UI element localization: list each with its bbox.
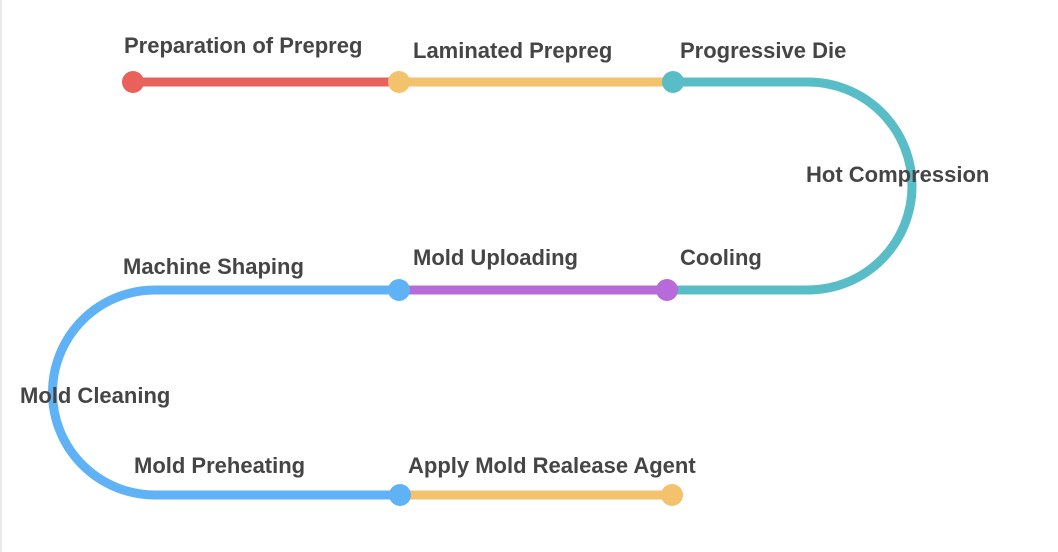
step-label-hot-compression: Hot Compression (806, 162, 990, 187)
node-preparation (122, 71, 144, 93)
step-label-laminated: Laminated Prepreg (413, 38, 613, 63)
node-progressive (662, 71, 684, 93)
node-machine-shaping (388, 279, 410, 301)
segment-blue-loop (48, 285, 405, 500)
step-label-machine-shaping: Machine Shaping (123, 254, 304, 279)
node-release-agent (661, 484, 683, 506)
step-label-progressive-die: Progressive Die (680, 38, 847, 63)
node-preheating (389, 484, 411, 506)
step-label-release-agent: Apply Mold Realease Agent (408, 453, 696, 478)
step-label-cooling: Cooling (680, 245, 762, 270)
step-label-mold-uploading: Mold Uploading (413, 245, 578, 270)
segment-teal-loop (662, 77, 917, 295)
step-label-mold-cleaning: Mold Cleaning (20, 383, 171, 408)
node-cooling (656, 279, 678, 301)
left-edge-rule (0, 0, 2, 552)
node-laminated (388, 71, 410, 93)
step-label-mold-preheating: Mold Preheating (134, 453, 306, 478)
step-label-preparation: Preparation of Prepreg (124, 33, 363, 58)
